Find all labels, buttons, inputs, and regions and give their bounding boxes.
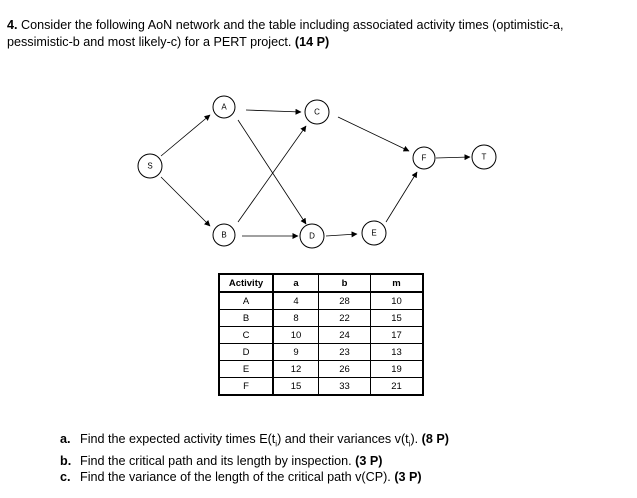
node-t: T <box>471 144 497 170</box>
table-cell: B <box>219 309 274 327</box>
subquestion-points: (8 P) <box>421 432 449 446</box>
table-header-b: b <box>318 274 371 293</box>
table-cell: 28 <box>318 291 371 310</box>
subquestion-text: Find the critical path and its length by… <box>80 453 352 468</box>
table-row: F 15 33 21 <box>219 377 423 395</box>
edge-d-e <box>325 231 358 238</box>
subquestion-c: c. Find the variance of the length of the… <box>60 469 449 485</box>
table-row: A 4 28 10 <box>219 291 423 310</box>
subquestion-b: b. Find the critical path and its length … <box>60 453 449 469</box>
table-cell: 10 <box>370 291 423 310</box>
table-header-m: m <box>370 274 423 293</box>
subquestion-list: a.Find the expected activity times E(ti)… <box>60 431 449 485</box>
table-cell: E <box>219 360 274 378</box>
table-cell: 21 <box>370 377 423 395</box>
question-prompt: 4. Consider the following AoN network an… <box>7 17 632 50</box>
table-header-row: Activity a b m <box>219 274 423 293</box>
edge-s-a <box>160 114 211 157</box>
subquestion-text: ) and their variances v(t <box>277 432 409 446</box>
table-cell: 13 <box>370 343 423 361</box>
table-cell: 15 <box>370 309 423 327</box>
subquestion-points: (3 P) <box>355 453 383 468</box>
svg-text:A: A <box>221 103 227 112</box>
edge-s-b <box>160 176 211 227</box>
subquestion-label: b. <box>60 453 72 468</box>
node-a: A <box>212 95 236 119</box>
table-cell: 9 <box>272 343 319 361</box>
question-number: 4. <box>7 18 18 32</box>
node-e: E <box>361 220 387 246</box>
table-header-activity: Activity <box>219 274 274 293</box>
table-row: C 10 24 17 <box>219 326 423 344</box>
subquestion-points: (3 P) <box>394 469 422 484</box>
table-row: D 9 23 13 <box>219 343 423 361</box>
node-s: S <box>137 153 163 179</box>
node-b: B <box>212 223 236 247</box>
table-cell: 24 <box>318 326 371 344</box>
svg-text:S: S <box>147 162 152 171</box>
edge-c-f <box>337 116 410 152</box>
subquestion-text: ). <box>410 432 419 446</box>
node-f: F <box>412 146 436 170</box>
table-cell: F <box>219 377 274 395</box>
table-cell: 19 <box>370 360 423 378</box>
table-cell: 15 <box>272 377 319 395</box>
question-points: (14 P) <box>294 34 330 49</box>
subscript: i <box>275 439 278 449</box>
table-cell: 4 <box>272 291 319 310</box>
svg-text:F: F <box>422 154 427 163</box>
edge-a-d <box>237 119 307 225</box>
table-cell: 17 <box>370 326 423 344</box>
node-d: D <box>299 223 325 249</box>
table-cell: 22 <box>318 309 371 327</box>
edge-b-c <box>237 125 307 223</box>
node-c: C <box>304 99 330 125</box>
table-cell: 12 <box>272 360 319 378</box>
table-header-a: a <box>272 274 319 293</box>
svg-text:B: B <box>221 231 226 240</box>
table-row: B 8 22 15 <box>219 309 423 327</box>
table-cell: 10 <box>272 326 319 344</box>
table-cell: C <box>219 326 274 344</box>
table-cell: 26 <box>318 360 371 378</box>
svg-text:E: E <box>371 229 376 238</box>
edge-e-f <box>385 171 418 223</box>
table-row: E 12 26 19 <box>219 360 423 378</box>
svg-text:D: D <box>309 232 315 241</box>
table-cell: D <box>219 343 274 361</box>
subquestion-label: a. <box>60 432 71 446</box>
subquestion-a: a.Find the expected activity times E(ti)… <box>60 431 449 453</box>
edge-a-c <box>245 108 302 115</box>
table-cell: 23 <box>318 343 371 361</box>
question-text: Consider the following AoN network and t… <box>7 18 564 49</box>
svg-text:C: C <box>314 108 320 117</box>
table-cell: A <box>219 291 274 310</box>
table-cell: 33 <box>318 377 371 395</box>
subquestion-text: Find the expected activity times E(t <box>80 432 276 446</box>
edge-f-t <box>435 154 471 161</box>
subquestion-label: c. <box>60 469 71 484</box>
svg-text:T: T <box>482 153 487 162</box>
subquestion-text: Find the variance of the length of the c… <box>80 469 391 484</box>
table-cell: 8 <box>272 309 319 327</box>
subscript: i <box>408 439 411 449</box>
activity-times-table: Activity a b m A 4 28 10 B 8 22 15 C 10 … <box>218 273 424 396</box>
